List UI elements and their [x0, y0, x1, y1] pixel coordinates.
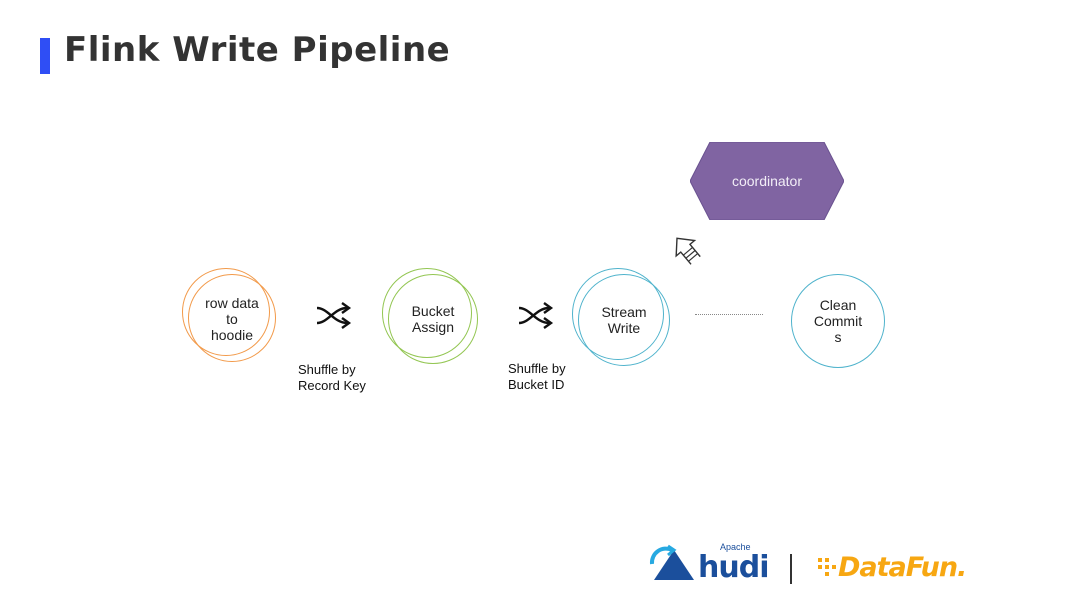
coordinator-node: coordinator: [690, 142, 844, 220]
node-ring-front: [388, 274, 478, 364]
shuffle-label-bucket-id: Shuffle by Bucket ID: [508, 361, 566, 392]
node-ring-front: [578, 274, 670, 366]
coordinator-hexagon: [690, 142, 844, 220]
node-row-data: row data to hoodie: [182, 268, 276, 362]
shuffle-label-record-key: Shuffle by Record Key: [298, 362, 366, 393]
datafun-dots-icon: [818, 558, 836, 576]
node-label-row-data: row data to hoodie: [205, 295, 259, 343]
node-bucket-assign: Bucket Assign: [382, 268, 478, 364]
hudi-logo-icon: [649, 544, 694, 580]
coordinator-label: coordinator: [731, 173, 803, 189]
page-title: Flink Write Pipeline: [64, 30, 451, 70]
node-label-stream-write: Stream Write: [601, 304, 647, 336]
title-accent-bar: [40, 38, 50, 74]
node-label-bucket-assign: Bucket Assign: [411, 303, 455, 335]
node-stream-write: Stream Write: [572, 268, 670, 366]
up-right-arrow-icon: [675, 237, 701, 265]
apache-label: Apache: [720, 542, 751, 552]
hudi-logo-text: hudi: [698, 550, 769, 585]
footer-logos: Apache hudi DataFun.: [648, 540, 967, 590]
logo-divider: [790, 554, 792, 584]
node-ring-front: [188, 274, 276, 362]
node-ring: [791, 274, 885, 368]
dotted-connector: [695, 314, 763, 315]
shuffle-icon: [518, 302, 554, 329]
shuffle-icon: [316, 302, 352, 329]
node-label-clean-commits: Clean Commit s: [813, 297, 863, 345]
datafun-logo-text: DataFun.: [838, 552, 967, 583]
node-clean-commits: Clean Commit s: [791, 274, 885, 368]
